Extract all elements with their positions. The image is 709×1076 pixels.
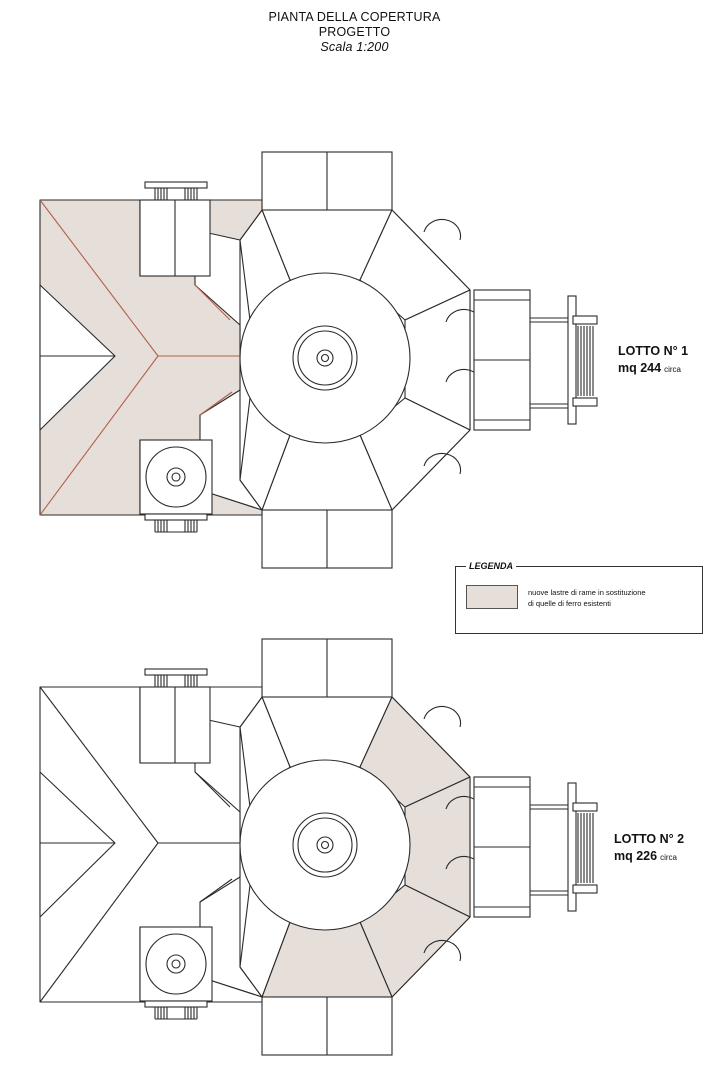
- legend-text: nuove lastre di rame in sostituzione di …: [528, 588, 646, 608]
- lower-tower-lantern-top: [171, 472, 181, 482]
- upper-tower-stair: [144, 668, 208, 688]
- roof-plan-lot-1: [39, 151, 598, 569]
- title-sub: PROGETTO: [318, 25, 391, 39]
- right-porch-cap-top: [572, 802, 598, 812]
- lot-1-number: LOTTO N° 1: [618, 344, 689, 358]
- nave-valley-bottom: [199, 391, 233, 416]
- dome-lantern-outer: [292, 325, 358, 391]
- nave-hip-top: [39, 686, 159, 844]
- upper-tower-stair-cap: [144, 181, 208, 189]
- right-porch-cap-bottom: [572, 884, 598, 894]
- lower-tower-dome: [145, 446, 207, 508]
- nave-hip-bottom: [39, 355, 159, 516]
- title-main: PIANTA DELLA COPERTURA: [268, 10, 441, 24]
- apse-bump-3: [423, 939, 462, 962]
- dome-lantern-outer: [292, 812, 358, 878]
- nave-hip-bottom: [39, 842, 159, 1003]
- lower-tower-stair-cap: [144, 1000, 208, 1008]
- lower-tower-stair: [144, 1000, 208, 1020]
- lower-tower-dome: [145, 933, 207, 995]
- lower-tower-stair-cap: [144, 513, 208, 521]
- nave-valley-top: [194, 771, 231, 808]
- right-porch-post: [567, 295, 577, 425]
- nave-valley-top: [194, 284, 231, 321]
- upper-tower-stair-cap: [144, 668, 208, 676]
- right-porch-cap-bottom: [572, 397, 598, 407]
- apse-bump-0: [423, 705, 462, 728]
- lower-tower-stair: [144, 513, 208, 533]
- roof-plan-lot-2: [39, 638, 598, 1056]
- dome-lantern-cap: [316, 349, 334, 367]
- legend-title: LEGENDA: [466, 560, 517, 572]
- lower-tower-lantern: [166, 954, 186, 974]
- right-porch-cap-top: [572, 315, 598, 325]
- apse-bump-3: [423, 452, 462, 475]
- lower-tower-lantern-top: [171, 959, 181, 969]
- lower-tower-lantern: [166, 467, 186, 487]
- title-scale: Scala 1:200: [320, 40, 389, 54]
- dome-lantern-inner: [297, 817, 353, 873]
- legend-swatch: [466, 585, 518, 609]
- dome-lantern-cap: [316, 836, 334, 854]
- nave-valley-bottom: [199, 878, 233, 903]
- main-dome: [239, 272, 411, 444]
- right-porch-post: [567, 782, 577, 912]
- title-block: PIANTA DELLA COPERTURA PROGETTO Scala 1:…: [0, 10, 709, 55]
- left-gable: [39, 284, 116, 431]
- apse-bump-0: [423, 218, 462, 241]
- dome-lantern-inner: [297, 330, 353, 386]
- dome-lantern-tip: [320, 840, 330, 850]
- legend-box: LEGENDA nuove lastre di rame in sostituz…: [455, 560, 703, 634]
- main-dome: [239, 759, 411, 931]
- left-gable: [39, 771, 116, 918]
- dome-lantern-tip: [320, 353, 330, 363]
- lot-2-number: LOTTO N° 2: [614, 832, 685, 846]
- upper-tower-stair: [144, 181, 208, 201]
- nave-hip-top: [39, 199, 159, 357]
